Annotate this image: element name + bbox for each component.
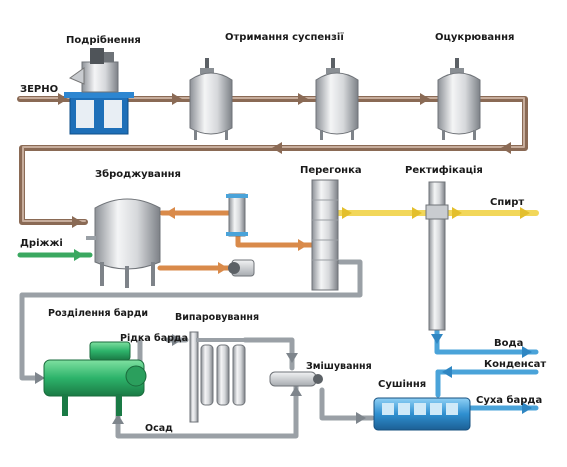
decanter-separator [43, 341, 147, 416]
suspension-tank [189, 58, 233, 140]
label-condensate: Конденсат [484, 359, 546, 370]
label-evaporation: Випаровування [175, 312, 259, 323]
label-grain: ЗЕРНО [20, 84, 58, 95]
heat-exchanger [226, 193, 248, 237]
dryer [373, 397, 471, 431]
label-liquid-stillage: Рідка барда [120, 333, 188, 344]
label-rectification: Ректифікація [405, 164, 483, 176]
saccharification-tank [437, 58, 481, 140]
label-dry-stillage: Суха барда [476, 394, 542, 406]
label-distillation: Перегонка [300, 165, 362, 176]
label-yeast: Дріжжі [20, 238, 63, 249]
label-alcohol: Спирт [490, 197, 524, 208]
label-fermentation: Зброджування [95, 168, 181, 180]
label-water: Вода [494, 338, 523, 349]
blue-arrows [431, 334, 532, 414]
mixer [269, 371, 323, 387]
label-stillage-separation: Розділення барди [48, 308, 148, 319]
orange-arrows [165, 207, 308, 274]
fermentation-tank [86, 198, 161, 288]
grain-arrows [58, 93, 511, 228]
label-mixing: Змішування [306, 361, 372, 372]
label-grinding: Подрібнення [66, 34, 141, 46]
grey-arrows [35, 334, 366, 424]
label-sediment: Осад [145, 423, 173, 434]
rectification-column [425, 181, 449, 331]
distillation-column [311, 179, 339, 291]
evaporator-unit [189, 331, 248, 423]
label-suspension: Отримання суспензії [225, 31, 344, 43]
yeast-arrow [74, 249, 84, 261]
suspension-tank-2 [315, 58, 359, 140]
label-drying: Сушіння [378, 379, 426, 390]
grinder-unit [64, 48, 134, 135]
pump [228, 259, 255, 277]
yellow-arrows [342, 207, 530, 219]
label-saccharification: Оцукрювання [435, 32, 514, 43]
